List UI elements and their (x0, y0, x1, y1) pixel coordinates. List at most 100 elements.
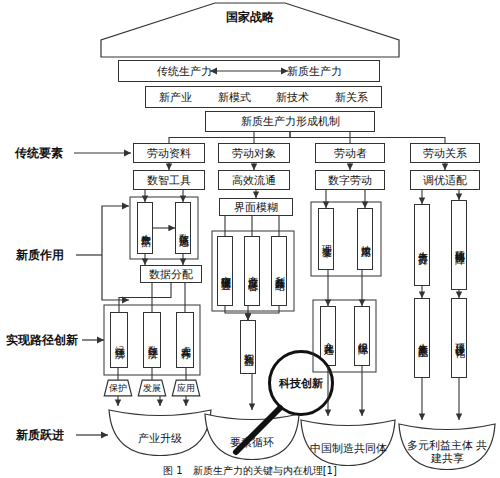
connector (251, 374, 252, 410)
node-text: 理念变革 (320, 237, 332, 241)
connector (421, 190, 422, 204)
node-text-area: 数字劳动 (316, 171, 384, 189)
node-text-area: 界面模糊 (220, 199, 292, 215)
connector (144, 254, 145, 265)
node-text: 中国制造共同体 (310, 442, 387, 455)
bowl-shape-outline (108, 406, 212, 456)
row-label: 新质跃进 (4, 426, 76, 444)
node-text-area: 新产业新模式新技术新关系 (146, 87, 381, 107)
node-text: 劳动者 (334, 147, 367, 160)
node-text-area: 数据流通 (176, 203, 190, 253)
connector (361, 270, 362, 306)
process-box: 数智工具 (133, 170, 205, 190)
roof-shape: 国家战略 (100, 2, 400, 58)
connector (255, 190, 256, 198)
row-arrow (76, 434, 108, 435)
roof-shape-path (101, 3, 399, 57)
node-text-area: 产业深度融合 (245, 237, 259, 305)
connector (182, 190, 183, 202)
connector (119, 283, 171, 312)
trapezoid-tag-path (104, 380, 131, 396)
node-text: 劳动对象 (232, 147, 276, 160)
node-text-area: 绿色经济 (111, 313, 127, 367)
node-text: 产业深度融合 (246, 268, 258, 274)
node-text-area: 劳动资料 (134, 144, 204, 162)
connector (325, 190, 326, 208)
connector (349, 132, 350, 143)
node-text: 新关系 (335, 91, 368, 104)
node-text-area: 劳动者 (316, 144, 384, 162)
node-text: 劳动关系 (423, 147, 467, 160)
connector (349, 163, 350, 170)
vertical-box: 数字经济 (143, 312, 161, 368)
node-text-area: 调优适配 (411, 171, 479, 189)
connector (144, 190, 145, 202)
node-text: 劳动资料 (147, 147, 191, 160)
node-text-area: 多元利益主体 共建共享 (398, 420, 496, 470)
node-text: 要素循环 (230, 436, 274, 449)
connector (117, 396, 118, 406)
connector (421, 286, 422, 298)
node-text-area: 发展 (138, 380, 166, 396)
connector (248, 306, 279, 320)
vertical-box: 虚实共存 (176, 312, 194, 368)
vertical-box: 数据流通 (175, 202, 191, 254)
connector (225, 306, 248, 320)
node-text: 软硬协同保障 (453, 242, 465, 248)
node-text-area: 虚实共存 (177, 313, 193, 367)
node-text: 文化共建 (322, 334, 334, 338)
vertical-box: 绿色经济 (110, 312, 128, 368)
node-text-area: 利益多元联结 (272, 237, 286, 305)
node-text-area: 软硬协同保障 (452, 201, 466, 289)
band-box: 新产业新模式新技术新关系 (145, 86, 382, 108)
node-text: 新技术 (276, 91, 309, 104)
connector (247, 306, 248, 320)
trapezoid-tag-path (172, 380, 199, 396)
node-text: 调优适配 (423, 174, 467, 187)
group-frame (212, 231, 294, 311)
bracket-arrow (102, 206, 129, 255)
row-label: 新质作用 (4, 246, 76, 264)
node-text-area: 技术应用 (358, 209, 372, 269)
connector (153, 227, 175, 228)
connector (182, 254, 183, 265)
magnifier-circle: 科技创新 (268, 350, 334, 416)
node-text: 新模式 (218, 91, 251, 104)
node-text: 生产数据 (139, 226, 151, 230)
node-text-area: 应用 (172, 380, 200, 396)
node-text: 应用 (177, 383, 195, 393)
node-text: 发展 (143, 383, 161, 393)
connector (185, 368, 186, 380)
node-text-area: 产业升级 (108, 406, 212, 456)
node-text: 新质生产力 (287, 65, 342, 78)
vertical-box: 生产关系适配 (414, 298, 430, 378)
node-text-area: 理念变革 (319, 209, 333, 269)
node-text-area: 文化共建 (321, 307, 335, 365)
node-text-area: 生产数据 (138, 203, 152, 253)
bowl-shape: 中国制造共同体 (300, 416, 396, 466)
trapezoid-tag-path (138, 380, 165, 396)
node-text-area: 拓宽利益 (241, 321, 255, 373)
trapezoid-tag: 应用 (172, 380, 200, 396)
double-arrow (210, 70, 288, 71)
bowl-shape-path (399, 424, 495, 470)
bowl-shape-outline (204, 410, 300, 460)
node-text-area: 国家战略 (100, 2, 400, 58)
connector (458, 378, 459, 420)
node-text: 突破物理边界 (219, 268, 231, 274)
node-text-area: 数智工具 (134, 171, 204, 189)
connector (458, 290, 459, 298)
group-frame (313, 300, 376, 372)
process-box: 数字劳动 (315, 170, 385, 190)
node-text: 技术应用 (359, 237, 371, 241)
group-frame (104, 305, 200, 375)
node-text-area: 突破物理边界 (218, 237, 232, 305)
row-label: 传统要素 (4, 144, 74, 162)
process-box: 高效流通 (218, 170, 290, 190)
bowl-shape: 多元利益主体 共建共享 (398, 420, 496, 470)
node-text: 高效流通 (232, 174, 276, 187)
vertical-box: 拓宽利益 (240, 320, 256, 374)
connector (117, 368, 118, 380)
connector (169, 132, 290, 143)
